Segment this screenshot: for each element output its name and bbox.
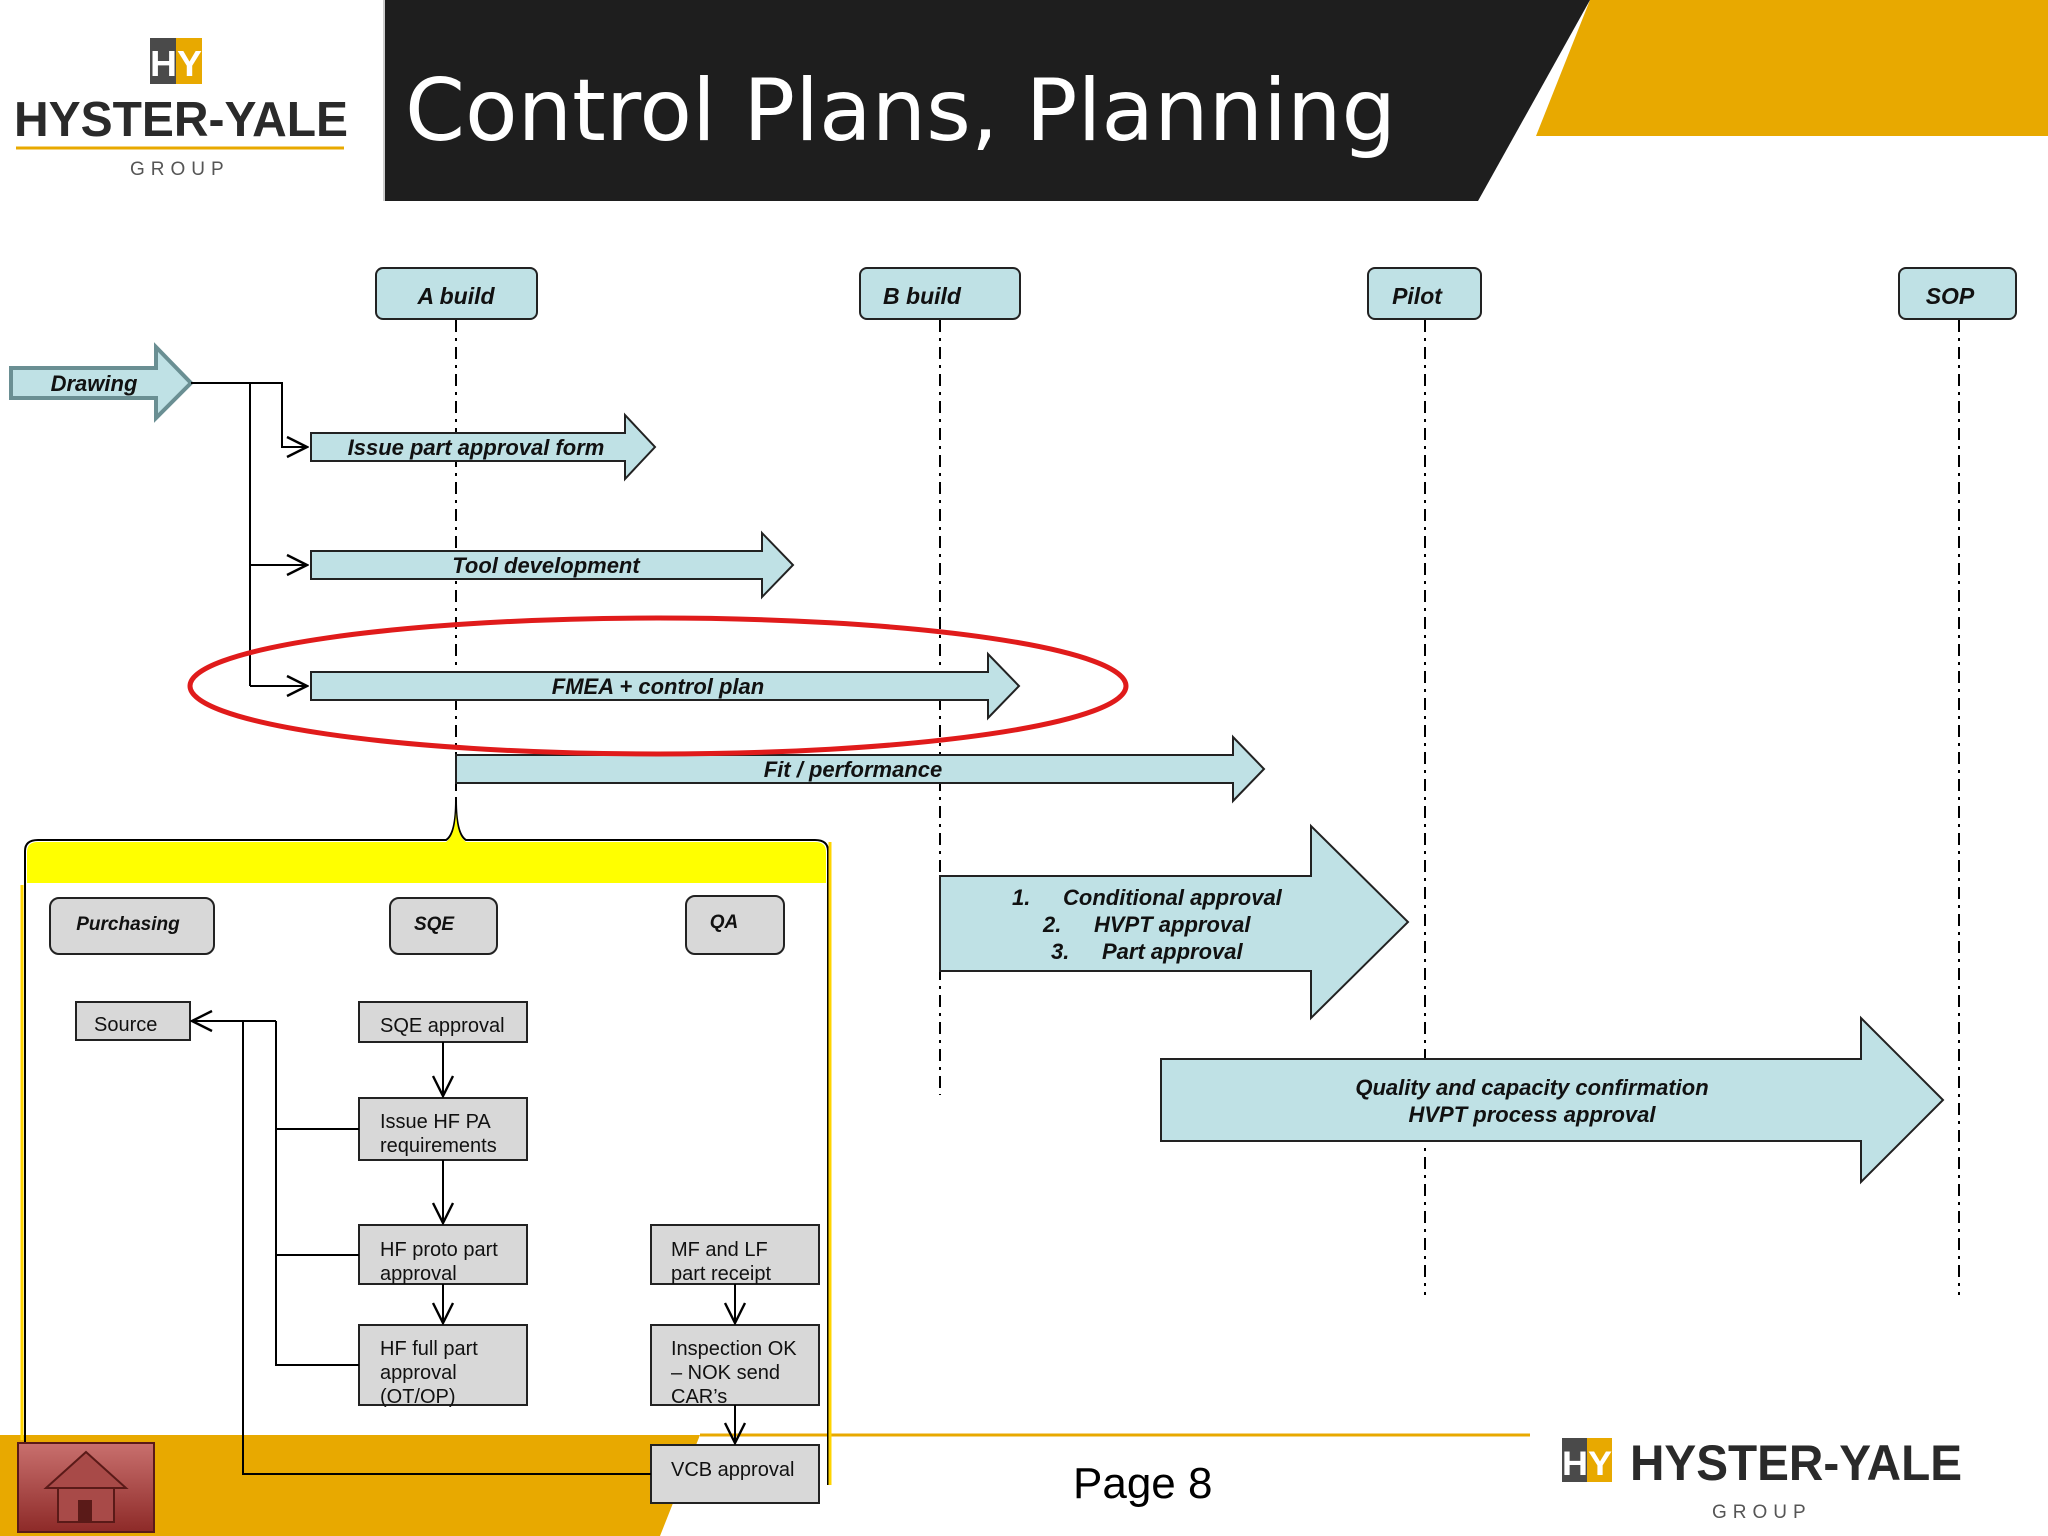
role-purchasing: Purchasing <box>49 897 215 955</box>
issue-hf-pa-line1: Issue HF PA <box>380 1111 491 1133</box>
logo-company-name-bottom: HYSTER-YALE <box>1630 1435 1962 1491</box>
role-sqe-label: SQE <box>414 914 455 935</box>
mf-lf-receipt-box: MF and LF part receipt <box>650 1224 820 1285</box>
tool-development-label: Tool development <box>452 553 641 578</box>
logo-mark-text-bottom: HY <box>1562 1445 1612 1483</box>
detail-connectors <box>192 1021 735 1475</box>
milestone-lines <box>455 320 1960 1295</box>
mf-lf-line1: MF and LF <box>671 1239 768 1261</box>
header: Control Plans, Planning <box>383 0 2048 201</box>
hy-logo-mark: HY <box>150 38 202 84</box>
milestone-a-build: A build <box>375 267 538 320</box>
approval-item-2-num: 2. <box>1042 912 1061 937</box>
drawing-connectors <box>191 382 307 686</box>
logo-group-text: GROUP <box>130 159 230 180</box>
milestone-header-boxes: A build B build Pilot SOP <box>375 267 2017 320</box>
source-label: Source <box>94 1014 157 1036</box>
detail-panel-border <box>24 799 829 1485</box>
hf-proto-box: HF proto part approval <box>358 1224 528 1285</box>
milestone-sop-label: SOP <box>1926 283 1975 309</box>
source-box: Source <box>75 1001 191 1041</box>
hf-full-box: HF full part approval (OT/OP) <box>358 1324 528 1408</box>
header-gold-band <box>1536 0 2048 136</box>
role-qa: QA <box>685 895 785 955</box>
hf-proto-line1: HF proto part <box>380 1239 498 1261</box>
drawing-label: Drawing <box>51 371 138 396</box>
hf-full-line1: HF full part <box>380 1338 478 1360</box>
milestone-b-build-label: B build <box>883 283 962 309</box>
issue-part-approval-arrow: Issue part approval form <box>310 412 657 482</box>
drawing-arrow: Drawing <box>9 342 194 423</box>
approval-item-3-num: 3. <box>1051 939 1069 964</box>
quality-line-1: Quality and capacity confirmation <box>1355 1075 1708 1100</box>
inspection-line1: Inspection OK <box>671 1338 797 1360</box>
sqe-approval-box: SQE approval <box>358 1001 528 1043</box>
role-qa-label: QA <box>710 912 739 933</box>
home-icon <box>43 1450 129 1523</box>
detail-panel-yellow-band <box>27 812 826 883</box>
hf-full-line3: (OT/OP) <box>380 1386 456 1408</box>
detail-panel: Purchasing SQE QA Source SQE approval Is… <box>20 799 832 1504</box>
fit-performance-arrow: Fit / performance <box>455 734 1266 804</box>
fmea-control-plan-arrow: FMEA + control plan <box>310 651 1021 721</box>
fmea-control-plan-label: FMEA + control plan <box>552 674 764 699</box>
fmea-highlight-ellipse <box>187 615 1129 757</box>
company-logo-top: HY HYSTER-YALE GROUP <box>14 38 348 180</box>
quality-line-2: HVPT process approval <box>1409 1102 1657 1127</box>
approval-item-3: Part approval <box>1102 939 1243 964</box>
milestone-pilot-label: Pilot <box>1392 283 1443 309</box>
activity-arrows: Issue part approval form Tool developmen… <box>310 412 1266 804</box>
footer-gold-band <box>0 1435 700 1536</box>
logo-company-name: HYSTER-YALE <box>14 93 348 147</box>
page-title: Control Plans, Planning <box>405 61 1396 161</box>
milestone-a-build-label: A build <box>416 283 495 309</box>
inspection-box: Inspection OK – NOK send CAR’s <box>650 1324 820 1408</box>
footer: Page 8 HY HYSTER-YALE GROUP <box>0 1433 1962 1536</box>
logo-mark-text: HY <box>150 43 202 84</box>
vcb-approval-label: VCB approval <box>671 1459 794 1481</box>
vcb-approval-box: VCB approval <box>650 1444 820 1504</box>
approvals-arrow: 1. Conditional approval 2. HVPT approval… <box>939 823 1410 1021</box>
sqe-approval-label: SQE approval <box>380 1015 505 1037</box>
page-number: Page 8 <box>1073 1459 1212 1508</box>
quality-capacity-arrow: Quality and capacity confirmation HVPT p… <box>1160 1015 1945 1185</box>
company-logo-bottom: HY HYSTER-YALE GROUP <box>1562 1435 1962 1523</box>
home-button[interactable] <box>17 1442 155 1533</box>
milestone-b-build: B build <box>859 267 1021 320</box>
logo-group-text-bottom: GROUP <box>1712 1502 1812 1523</box>
milestone-sop: SOP <box>1898 267 2017 320</box>
hf-proto-line2: approval <box>380 1263 457 1285</box>
issue-hf-pa-line2: requirements <box>380 1135 497 1157</box>
inspection-line3: CAR’s <box>671 1386 727 1408</box>
issue-part-approval-label: Issue part approval form <box>348 435 605 460</box>
role-sqe: SQE <box>389 897 498 955</box>
tool-development-arrow: Tool development <box>310 530 795 600</box>
hf-full-line2: approval <box>380 1362 457 1384</box>
approval-item-2: HVPT approval <box>1094 912 1251 937</box>
approval-item-1: Conditional approval <box>1063 885 1283 910</box>
fit-performance-label: Fit / performance <box>764 757 942 782</box>
header-black-band <box>385 0 1590 201</box>
mf-lf-line2: part receipt <box>671 1263 771 1285</box>
role-purchasing-label: Purchasing <box>76 914 180 935</box>
approval-item-1-num: 1. <box>1012 885 1030 910</box>
inspection-line2: – NOK send <box>671 1362 780 1384</box>
issue-hf-pa-box: Issue HF PA requirements <box>358 1097 528 1161</box>
milestone-pilot: Pilot <box>1367 267 1482 320</box>
